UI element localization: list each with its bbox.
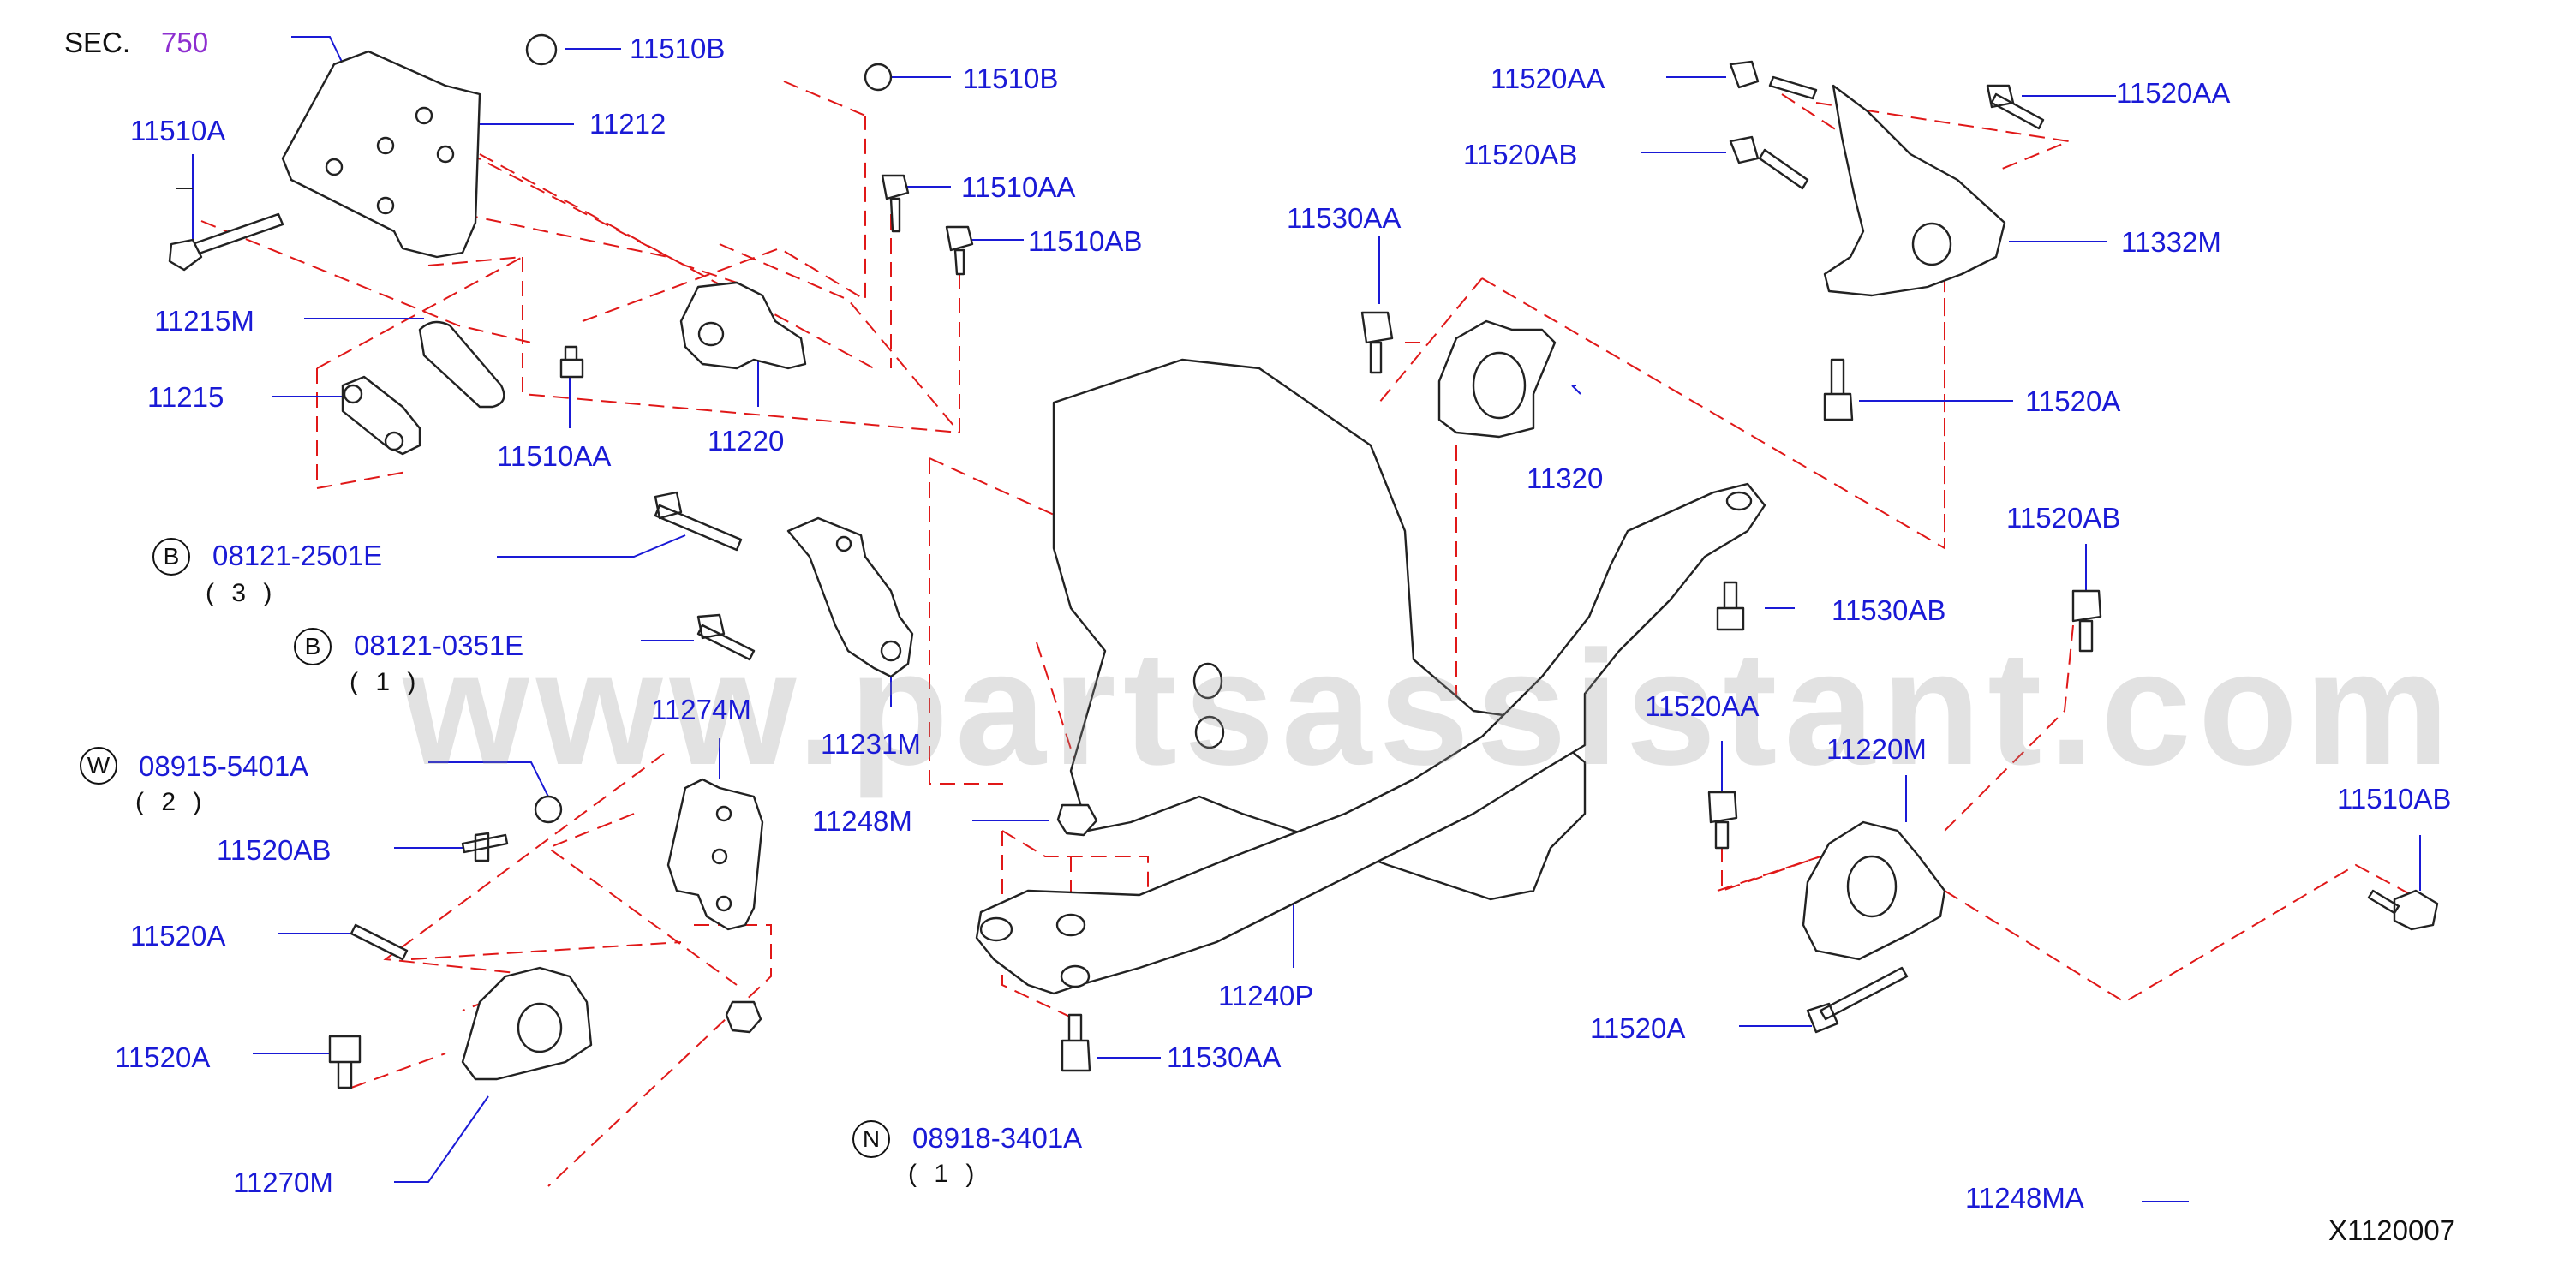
bolt-11530aa-bottom-icon [1061, 1013, 1091, 1072]
engine-block-outline [1052, 358, 1587, 901]
bolt-11510ab-top-icon [945, 225, 974, 276]
label-11520A-left1[interactable]: 11520A [130, 920, 226, 952]
symbol-w-icon: W [80, 747, 117, 785]
bolt-11520aa-right-icon [1707, 791, 1738, 850]
label-11215[interactable]: 11215 [147, 381, 224, 413]
label-11510AA-top[interactable]: 11510AA [961, 171, 1076, 203]
bracket-11212-icon [281, 50, 481, 259]
label-11520A-right[interactable]: 11520A [2025, 385, 2121, 417]
bolt-11530aa-top-icon [1360, 311, 1394, 374]
bolt-11520a-left2-icon [328, 1035, 362, 1089]
symbol-n-icon: N [852, 1120, 890, 1158]
qty-08121-0351E: ( 1 ) [350, 668, 421, 696]
callout-leaders [192, 36, 2421, 1202]
bolt-11530ab-icon [1716, 581, 1745, 631]
bolt-11520ab-top-icon [1729, 135, 1809, 190]
nut-11248m-icon [1056, 803, 1098, 837]
label-11220M[interactable]: 11220M [1826, 733, 1927, 765]
label-11510B-top[interactable]: 11510B [630, 33, 726, 64]
bolt-11520aa-top2-icon [1986, 84, 2045, 130]
part-illustrations [168, 33, 2439, 1089]
label-11510AA-mid[interactable]: 11510AA [497, 440, 612, 472]
label-11212[interactable]: 11212 [589, 108, 666, 140]
crossmember-hole-1 [979, 916, 1013, 942]
section-prefix: SEC. [64, 27, 131, 58]
label-11332M[interactable]: 11332M [2121, 226, 2221, 258]
label-11520AA-top2[interactable]: 11520AA [2116, 77, 2231, 109]
crossmember-11240p-icon [975, 482, 1766, 995]
qty-08121-2501E: ( 3 ) [206, 579, 278, 607]
label-11215M[interactable]: 11215M [154, 305, 254, 337]
qty-08915-5401A: ( 2 ) [135, 788, 207, 816]
dashed-assembly-lines [200, 81, 2412, 1187]
label-11520A-bottom[interactable]: 11520A [1590, 1012, 1686, 1044]
label-08121-2501E[interactable]: 08121-2501E [212, 540, 383, 571]
bracket-11332m-icon [1823, 84, 2006, 297]
bolt-11520a-left1-icon [350, 923, 409, 961]
bolt-11520a-right-icon [1823, 358, 1854, 421]
washer-11510b-top-icon [525, 33, 558, 66]
label-11530AA-top[interactable]: 11530AA [1287, 202, 1402, 234]
washer-08915-5401a-icon [534, 795, 563, 824]
label-11270M[interactable]: 11270M [233, 1167, 333, 1198]
label-11510B-mid[interactable]: 11510B [963, 63, 1059, 94]
label-11530AA-bottom[interactable]: 11530AA [1167, 1041, 1282, 1073]
label-11510AB-top[interactable]: 11510AB [1028, 225, 1143, 257]
label-08918-3401A[interactable]: 08918-3401A [912, 1122, 1083, 1154]
bolt-11510ab-right-icon [2367, 889, 2439, 931]
mount-11220-icon [679, 281, 807, 370]
bolt-11510aa-mid-icon [559, 345, 584, 379]
symbol-b-icon: B [152, 538, 190, 576]
label-11240P[interactable]: 11240P [1218, 980, 1314, 1011]
label-11520AB-right[interactable]: 11520AB [2006, 502, 2121, 534]
label-11220[interactable]: 11220 [708, 425, 785, 456]
bolt-11510aa-top-icon [881, 174, 910, 233]
label-11274M[interactable]: 11274M [651, 694, 751, 725]
washer-11510b-mid-icon [864, 63, 893, 92]
crossmember-hole-3 [1060, 964, 1091, 988]
nut-08918-3401a-icon [725, 1000, 762, 1034]
crossmember-hole-2 [1055, 913, 1086, 937]
section-link-750[interactable]: 750 [161, 27, 209, 58]
bolt-11520a-bottom-icon [1806, 966, 1909, 1034]
bracket-11231m-icon [786, 516, 914, 678]
bolt-11520ab-right-icon [2071, 589, 2102, 653]
label-11231M[interactable]: 11231M [821, 728, 921, 760]
label-11520AA-right[interactable]: 11520AA [1645, 690, 1760, 722]
figure-code: X1120007 [2328, 1214, 2456, 1246]
bolt-08121-0351e-icon [696, 613, 756, 661]
qty-08918-3401A: ( 1 ) [908, 1160, 980, 1188]
label-11320[interactable]: 11320 [1527, 462, 1604, 494]
label-11510A[interactable]: 11510A [130, 115, 226, 146]
label-11510AB-right[interactable]: 11510AB [2337, 783, 2452, 815]
label-08915-5401A[interactable]: 08915-5401A [139, 750, 309, 782]
label-11248M[interactable]: 11248M [812, 805, 912, 837]
stopper-11215m-icon [418, 320, 505, 409]
engine-hole-1 [1192, 662, 1223, 700]
label-11530AB[interactable]: 11530AB [1832, 594, 1946, 626]
crossmember-hole-4 [1725, 491, 1753, 511]
label-11520AA-top1[interactable]: 11520AA [1491, 63, 1605, 94]
bolt-11520aa-top1-icon [1729, 60, 1818, 100]
label-11248MA[interactable]: 11248MA [1965, 1182, 2084, 1214]
label-11520AB-left[interactable]: 11520AB [217, 834, 332, 866]
bolt-08121-2501e-icon [654, 491, 743, 552]
label-11520AB-top[interactable]: 11520AB [1463, 139, 1578, 170]
label-11520A-left2[interactable]: 11520A [115, 1041, 211, 1073]
label-08121-0351E[interactable]: 08121-0351E [354, 630, 524, 661]
bolt-11520ab-left-icon [461, 832, 509, 862]
engine-hole-2 [1194, 715, 1225, 749]
symbol-b-icon: B [294, 628, 332, 665]
